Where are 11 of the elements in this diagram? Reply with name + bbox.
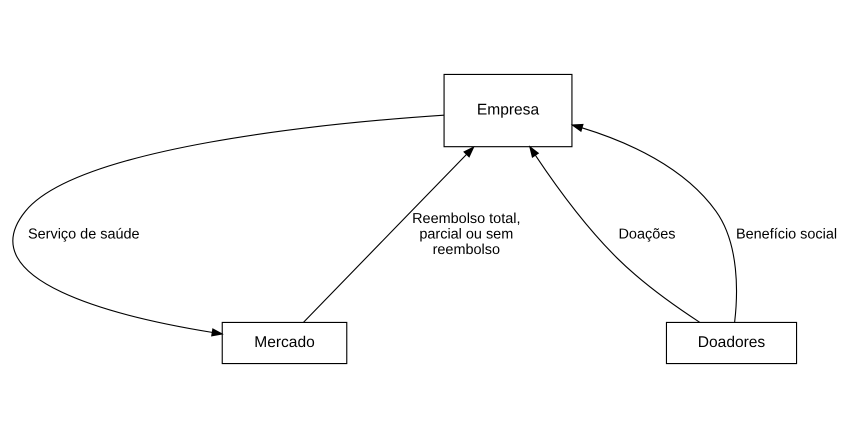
arrow (570, 123, 738, 322)
edge-label: Reembolso total, parcial ou sem reembolso (412, 210, 520, 258)
node-box: Empresa (444, 73, 572, 147)
node-box: Mercado (222, 321, 348, 364)
edge-label: Benefício social (736, 226, 838, 242)
node-box: Doadores (666, 321, 798, 364)
arrow (303, 145, 475, 322)
edge-label: Serviço de saúde (28, 226, 140, 242)
arrow (528, 144, 700, 322)
edge-label: Doações (618, 226, 676, 242)
arrow (12, 114, 444, 336)
